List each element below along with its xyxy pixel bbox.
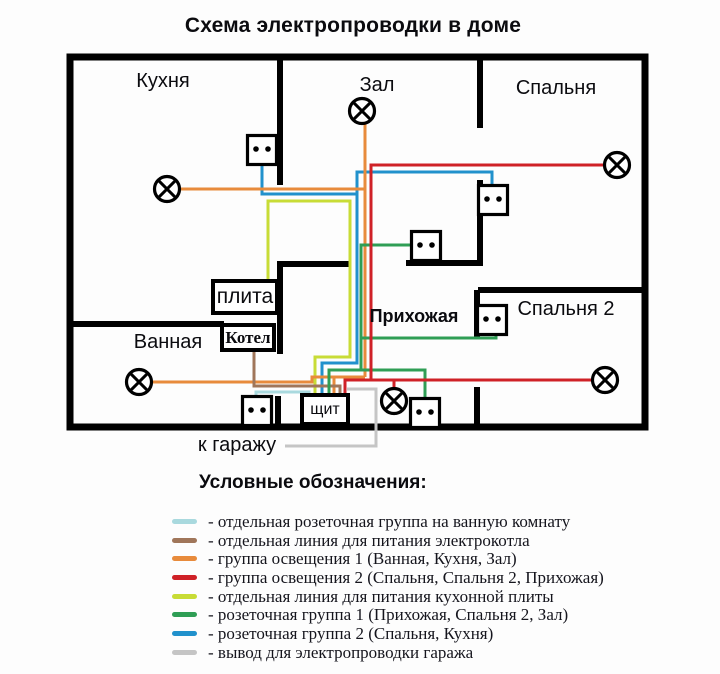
room-label-bedroom: Спальня bbox=[515, 77, 597, 99]
lamp-icon-kitchen bbox=[152, 174, 182, 204]
garage-note: к гаражу bbox=[197, 434, 277, 456]
room-label-bedroom2: Спальня 2 bbox=[517, 298, 615, 320]
room-label-kitchen: Кухня bbox=[136, 70, 190, 92]
legend-item-label: - группа освещения 1 (Ванная, Кухня, Зал… bbox=[208, 549, 517, 569]
wire-outlet-group2-kitchen bbox=[260, 162, 357, 196]
page-title: Схема электропроводки в доме bbox=[184, 14, 522, 37]
legend-swatch-red-line-icon bbox=[172, 574, 197, 580]
legend-item-label: - отдельная линия для питания кухонной п… bbox=[208, 586, 554, 606]
legend-item-light-group2: - группа освещения 2 (Спальня, Спальня 2… bbox=[172, 568, 604, 587]
lamp-icon-hallway bbox=[379, 386, 409, 416]
lamps bbox=[124, 96, 632, 416]
panel-box bbox=[300, 393, 350, 426]
room-label-hallway: Прихожая bbox=[369, 306, 459, 326]
outlet-icon-bedroom2 bbox=[475, 303, 509, 337]
outlet-icon-hallway bbox=[408, 396, 442, 430]
legend-item-label: - отдельная линия для питания электрокот… bbox=[208, 530, 530, 550]
legend-item-label: - розеточная группа 2 (Спальня, Кухня) bbox=[208, 623, 494, 643]
legend-swatch-blue-line-icon bbox=[172, 630, 197, 636]
equipment-boxes bbox=[211, 279, 350, 426]
boiler-box bbox=[220, 323, 276, 352]
legend-swatch-orange-line-icon bbox=[172, 556, 197, 562]
wire-outlet-group2-bedroom bbox=[320, 170, 494, 398]
legend-header: Условные обозначения: bbox=[199, 472, 427, 493]
outer-wall bbox=[66, 53, 649, 431]
lamp-icon-hall bbox=[347, 96, 377, 126]
wire-outlet-group1-hall bbox=[359, 243, 413, 370]
outlet-icon-bathroom bbox=[240, 394, 274, 428]
lamp-icon-bedroom bbox=[602, 150, 632, 180]
legend-item-bathroom-outlets: - отдельная розеточная группа на ванную … bbox=[172, 512, 604, 531]
wire-outlet-group1-hallway bbox=[327, 368, 427, 404]
legend-rows: - отдельная розеточная группа на ванную … bbox=[172, 512, 604, 662]
legend-swatch-lightblue-line-icon bbox=[172, 518, 197, 524]
legend-swatch-brown-line-icon bbox=[172, 537, 197, 543]
legend-item-label: - группа освещения 2 (Спальня, Спальня 2… bbox=[208, 567, 604, 587]
panel-label: щит bbox=[310, 400, 340, 418]
wire-boiler-line bbox=[252, 347, 342, 398]
legend-item-label: - розеточная группа 1 (Прихожая, Спальня… bbox=[208, 605, 569, 625]
boiler-label: Котел bbox=[225, 327, 271, 347]
lamp-icon-bathroom bbox=[124, 367, 154, 397]
wire-light-group1-bathroom bbox=[152, 375, 365, 384]
outlets bbox=[240, 133, 510, 430]
legend-item-outlet-group1: - розеточная группа 1 (Прихожая, Спальня… bbox=[172, 605, 604, 624]
wire-light-group2-bedroom2 bbox=[343, 378, 592, 398]
room-label-hall: Зал bbox=[359, 74, 395, 96]
stove-label: плита bbox=[216, 285, 274, 308]
lamp-icon-bedroom2 bbox=[590, 365, 620, 395]
outlet-icon-bedroom bbox=[476, 183, 510, 217]
wire-stove-line bbox=[266, 199, 352, 398]
circuit-wires bbox=[152, 123, 604, 404]
legend-swatch-gray-line-icon bbox=[172, 649, 197, 655]
legend-item-boiler-line: - отдельная линия для питания электрокот… bbox=[172, 531, 604, 550]
legend-swatch-lime-line-icon bbox=[172, 593, 197, 599]
outlet-icon-kitchen bbox=[245, 133, 279, 167]
wire-garage-line bbox=[285, 387, 378, 448]
legend-item-light-group1: - группа освещения 1 (Ванная, Кухня, Зал… bbox=[172, 549, 604, 568]
wire-light-group2-bedroom bbox=[369, 163, 604, 380]
legend-item-label: - отдельная розеточная группа на ванную … bbox=[208, 511, 571, 531]
outlet-icon-hall bbox=[409, 229, 443, 263]
legend-item-label: - вывод для электропроводки гаража bbox=[208, 642, 474, 662]
legend-swatch-green-line-icon bbox=[172, 612, 197, 618]
room-label-bathroom: Ванная bbox=[133, 331, 203, 353]
legend-item-garage-line: - вывод для электропроводки гаража bbox=[172, 643, 604, 662]
stove-box bbox=[211, 279, 279, 315]
legend-item-outlet-group2: - розеточная группа 2 (Спальня, Кухня) bbox=[172, 624, 604, 643]
legend-item-stove-line: - отдельная линия для питания кухонной п… bbox=[172, 587, 604, 606]
